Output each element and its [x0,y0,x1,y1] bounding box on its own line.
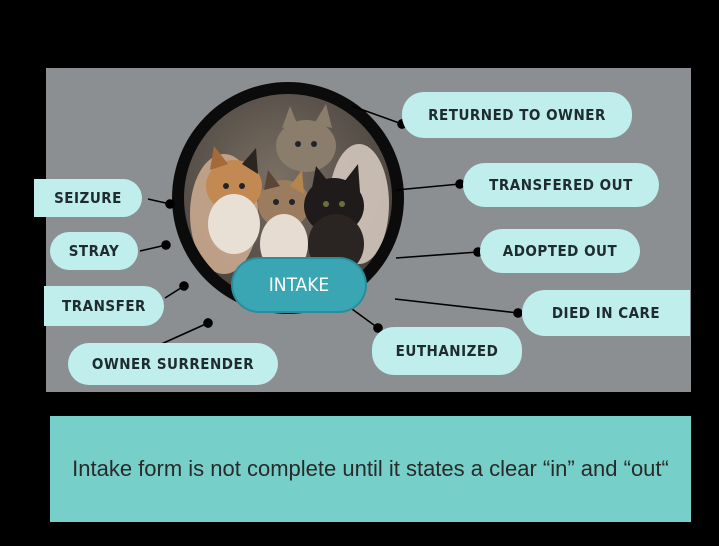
source-owner-surrender-label: OWNER SURRENDER [91,355,255,373]
intake-label: INTAKE [268,274,330,296]
arrow-euthanized [351,308,383,333]
outcome-transfered-out: TRANSFERED OUT [463,163,659,207]
arrow-stray [139,240,171,252]
outcome-died-label: DIED IN CARE [551,304,661,322]
kittens-illustration [190,104,389,274]
caption-box: Intake form is not complete until it sta… [50,416,691,522]
source-transfer-label: TRANSFER [62,297,146,315]
outcome-euthanized: EUTHANIZED [372,327,522,375]
arrow-transfer [164,281,189,299]
source-transfer: TRANSFER [44,286,164,326]
arrow-returned [351,105,407,129]
kittens-photo [184,94,392,302]
outcome-euthanized-label: EUTHANIZED [395,342,499,360]
outcome-adopted-label: ADOPTED OUT [502,242,618,260]
arrow-adopted [395,247,483,259]
source-seizure: SEIZURE [34,179,142,217]
source-stray: STRAY [50,232,138,270]
source-stray-label: STRAY [68,242,120,260]
caption-text: Intake form is not complete until it sta… [72,456,669,481]
source-owner-surrender: OWNER SURRENDER [68,343,278,385]
arrow-seizure [147,198,175,209]
outcome-adopted-out: ADOPTED OUT [480,229,640,273]
outcome-died-in-care: DIED IN CARE [522,290,690,336]
source-seizure-label: SEIZURE [54,189,122,207]
outcome-returned-to-owner: RETURNED TO OWNER [402,92,632,138]
arrow-transfered [395,179,465,191]
outcome-transfered-label: TRANSFERED OUT [489,176,633,194]
intake-node: INTAKE [233,259,365,311]
arrow-died [394,298,523,318]
outcome-returned-label: RETURNED TO OWNER [428,106,606,124]
